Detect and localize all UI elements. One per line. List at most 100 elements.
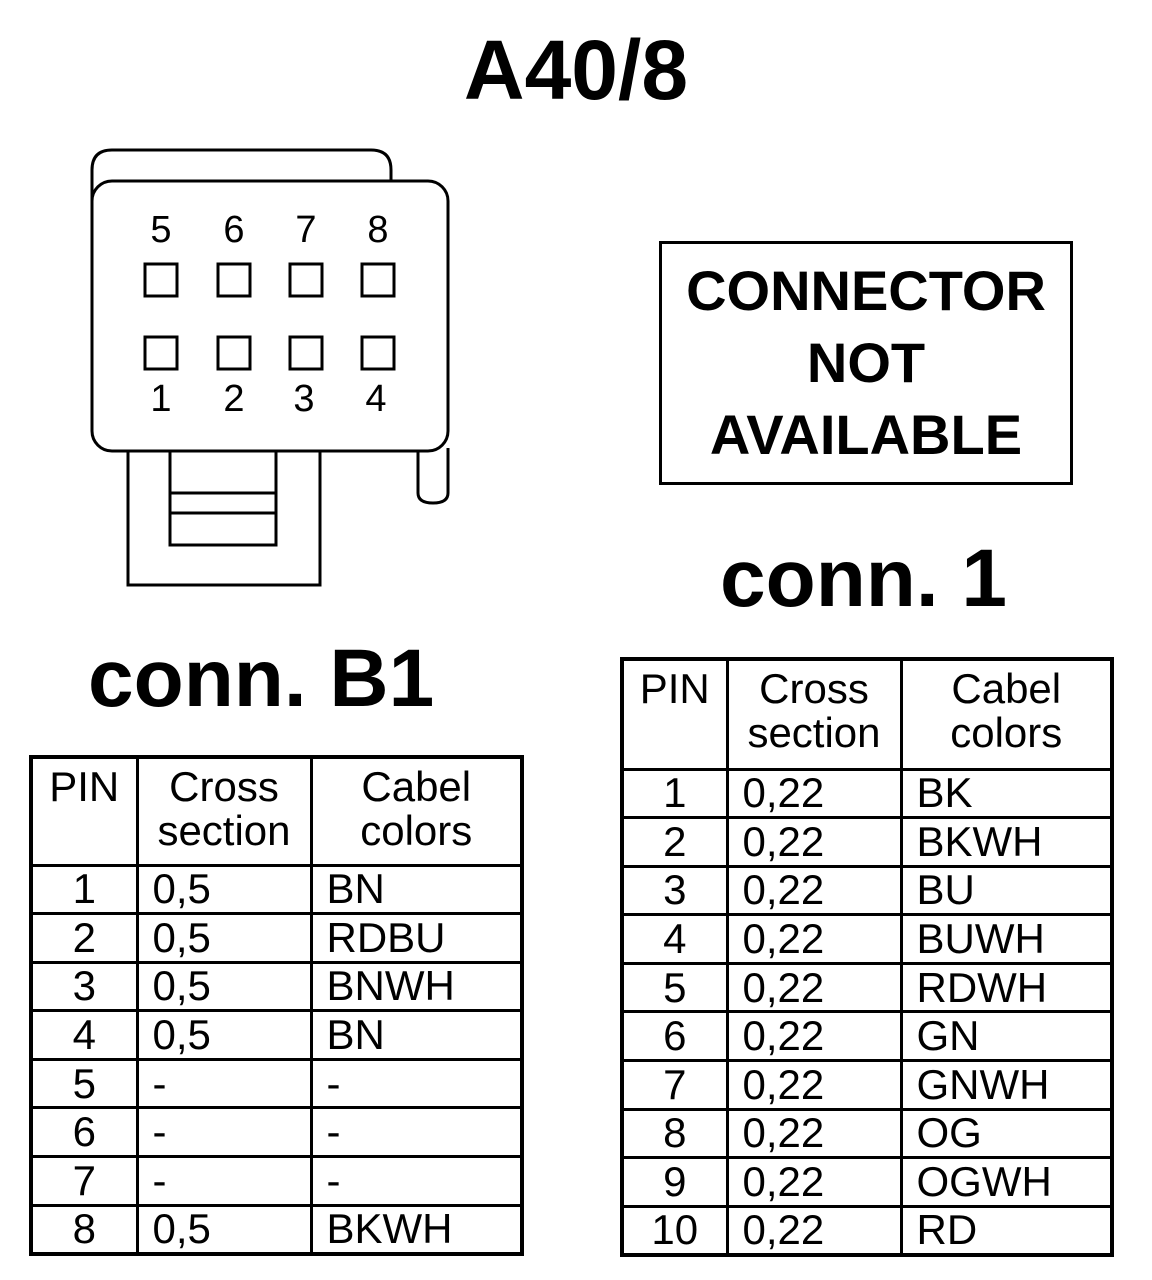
pin-cell: 2 xyxy=(620,816,729,868)
pin-cell: 8 xyxy=(29,1203,139,1256)
cross-section-cell: 0,22 xyxy=(725,1204,903,1257)
pin-cell: 7 xyxy=(620,1059,729,1111)
cross-section-cell: 0,22 xyxy=(725,961,903,1014)
conn-1-header-row: PIN Cross section Cabel colors xyxy=(620,657,1114,771)
cable-color-cell: BNWH xyxy=(309,960,524,1013)
cable-color-cell: GN xyxy=(899,1010,1114,1063)
pin-socket-5 xyxy=(143,262,179,298)
pin-socket-4 xyxy=(360,335,396,371)
pin-cell: 3 xyxy=(29,960,139,1013)
pin-socket-3 xyxy=(288,335,324,371)
pin-label-top-3: 8 xyxy=(367,209,388,251)
cross-section-cell: 0,5 xyxy=(135,1203,313,1256)
cross-section-cell: - xyxy=(135,1057,313,1110)
cross-section-cell: 0,22 xyxy=(725,767,903,820)
conn-b1-label: conn. B1 xyxy=(88,633,435,724)
cross-section-cell: 0,5 xyxy=(135,960,313,1013)
header-cross-section: Cross section xyxy=(135,755,313,867)
cable-color-cell: BN xyxy=(309,1009,524,1061)
pin-cell: 6 xyxy=(620,1010,729,1063)
pin-sockets xyxy=(143,262,396,371)
pin-cell: 3 xyxy=(620,864,729,917)
header-cable-colors: Cabel colors xyxy=(309,755,524,867)
cable-color-cell: RDWH xyxy=(899,961,1114,1014)
cable-color-cell: BN xyxy=(309,863,524,916)
pin-label-top-2: 7 xyxy=(295,209,316,251)
connector-diagram: 5 6 7 8 1 2 3 4 xyxy=(90,148,450,587)
pin-cell: 7 xyxy=(29,1155,139,1207)
header-pin: PIN xyxy=(29,755,139,867)
cable-color-cell: OG xyxy=(899,1107,1114,1160)
cable-color-cell: - xyxy=(309,1155,524,1207)
not-available-line-3: AVAILABLE xyxy=(709,403,1023,466)
pin-label-bottom-2: 3 xyxy=(293,378,314,420)
cross-section-cell: 0,5 xyxy=(135,912,313,964)
cable-color-cell: OGWH xyxy=(899,1156,1114,1208)
cross-section-cell: - xyxy=(135,1155,313,1207)
table-row: 7-- xyxy=(29,1155,524,1207)
cable-color-cell: GNWH xyxy=(899,1059,1114,1111)
cross-section-cell: 0,22 xyxy=(725,864,903,917)
cable-color-cell: RD xyxy=(899,1204,1114,1257)
header-cable-colors: Cabel colors xyxy=(899,657,1114,771)
connector-not-available-box: CONNECTOR NOT AVAILABLE xyxy=(659,241,1073,485)
cable-color-cell: BUWH xyxy=(899,913,1114,965)
table-row: 5-- xyxy=(29,1057,524,1110)
connector-front-housing xyxy=(90,179,450,453)
pin-socket-6 xyxy=(216,262,252,298)
not-available-line-1: CONNECTOR xyxy=(686,259,1046,322)
cable-color-cell: BKWH xyxy=(899,816,1114,868)
cable-color-cell: - xyxy=(309,1106,524,1159)
cross-section-cell: 0,22 xyxy=(725,1156,903,1208)
pin-label-bottom-1: 2 xyxy=(223,378,244,420)
pin-label-top-0: 5 xyxy=(150,209,171,251)
cross-section-cell: 0,5 xyxy=(135,863,313,916)
table-row: 6-- xyxy=(29,1106,524,1159)
pin-cell: 6 xyxy=(29,1106,139,1159)
pin-label-top-1: 6 xyxy=(223,209,244,251)
pin-cell: 10 xyxy=(620,1204,729,1257)
cross-section-cell: 0,5 xyxy=(135,1009,313,1061)
pin-socket-2 xyxy=(216,335,252,371)
pin-label-bottom-0: 1 xyxy=(150,378,171,420)
cable-color-cell: BK xyxy=(899,767,1114,820)
page-title: A40/8 xyxy=(463,23,689,117)
pin-cell: 2 xyxy=(29,912,139,964)
pin-cell: 9 xyxy=(620,1156,729,1208)
cross-section-cell: 0,22 xyxy=(725,1059,903,1111)
not-available-line-2: NOT xyxy=(806,331,926,394)
cross-section-cell: 0,22 xyxy=(725,1010,903,1063)
cable-color-cell: RDBU xyxy=(309,912,524,964)
conn-b1-header-row: PIN Cross section Cabel colors xyxy=(29,755,524,867)
pin-label-bottom-3: 4 xyxy=(365,378,386,420)
pin-cell: 1 xyxy=(620,767,729,820)
conn-1-label: conn. 1 xyxy=(720,533,1008,624)
pin-socket-8 xyxy=(360,262,396,298)
pin-cell: 5 xyxy=(620,961,729,1014)
pin-socket-7 xyxy=(288,262,324,298)
pin-cell: 8 xyxy=(620,1107,729,1160)
cross-section-cell: 0,22 xyxy=(725,1107,903,1160)
cross-section-cell: 0,22 xyxy=(725,816,903,868)
header-pin: PIN xyxy=(620,657,729,771)
cable-color-cell: BU xyxy=(899,864,1114,917)
connector-plug xyxy=(126,451,322,587)
pin-cell: 5 xyxy=(29,1057,139,1110)
pin-cell: 4 xyxy=(620,913,729,965)
